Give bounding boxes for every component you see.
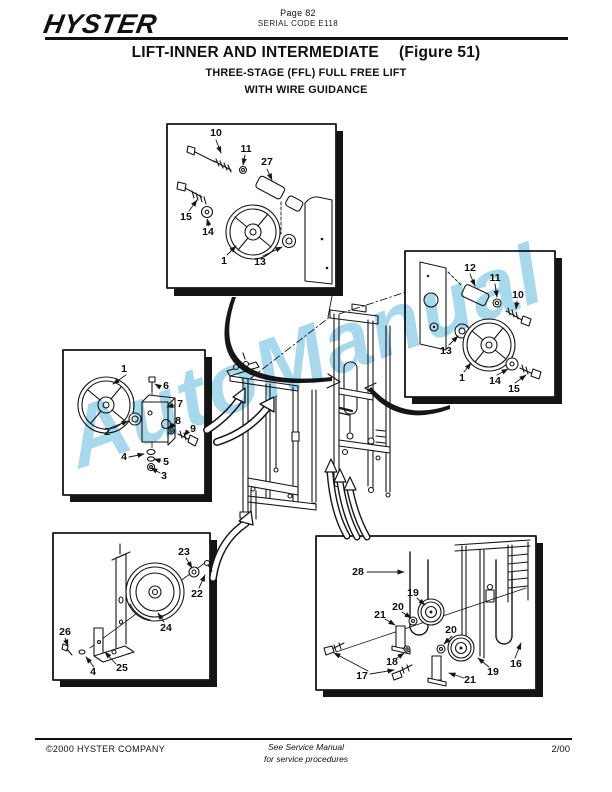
serial-code: SERIAL CODE E118 [257,19,339,28]
callout-leaders [63,139,527,679]
detail-wire-guidance-group [323,539,531,687]
footer-copyright: ©2000 HYSTER COMPANY [46,744,165,754]
footer-note-line1: See Service Manual [267,742,345,752]
figure-title: LIFT-INNER AND INTERMEDIATE (Figure 51) [0,44,612,62]
detail-lower-left-sheave-group [61,543,213,663]
figure-title-main: LIFT-INNER AND INTERMEDIATE [131,44,379,61]
intermediate-mast-drawing [329,303,391,498]
detail-upper-pulley-group [176,145,333,285]
footer-rule [35,738,572,740]
footer-note: See Service Manual for service procedure… [0,742,612,765]
footer-note-line2: for service procedures [263,753,349,764]
header-rule [45,37,568,40]
connector-swooshes [224,291,450,416]
page-number: Page 82 [280,8,316,18]
hollow-arrows [203,387,371,582]
figure-title-number: (Figure 51) [398,44,481,61]
figure-subtitle-2: WITH WIRE GUIDANCE [244,84,368,96]
detail-right-pulley-group [419,261,542,380]
figure-subtitle-1: THREE-STAGE (FFL) FULL FREE LIFT [205,67,407,79]
footer-date-code: 2/00 [551,744,571,755]
detail-left-bracket-group [77,376,199,472]
